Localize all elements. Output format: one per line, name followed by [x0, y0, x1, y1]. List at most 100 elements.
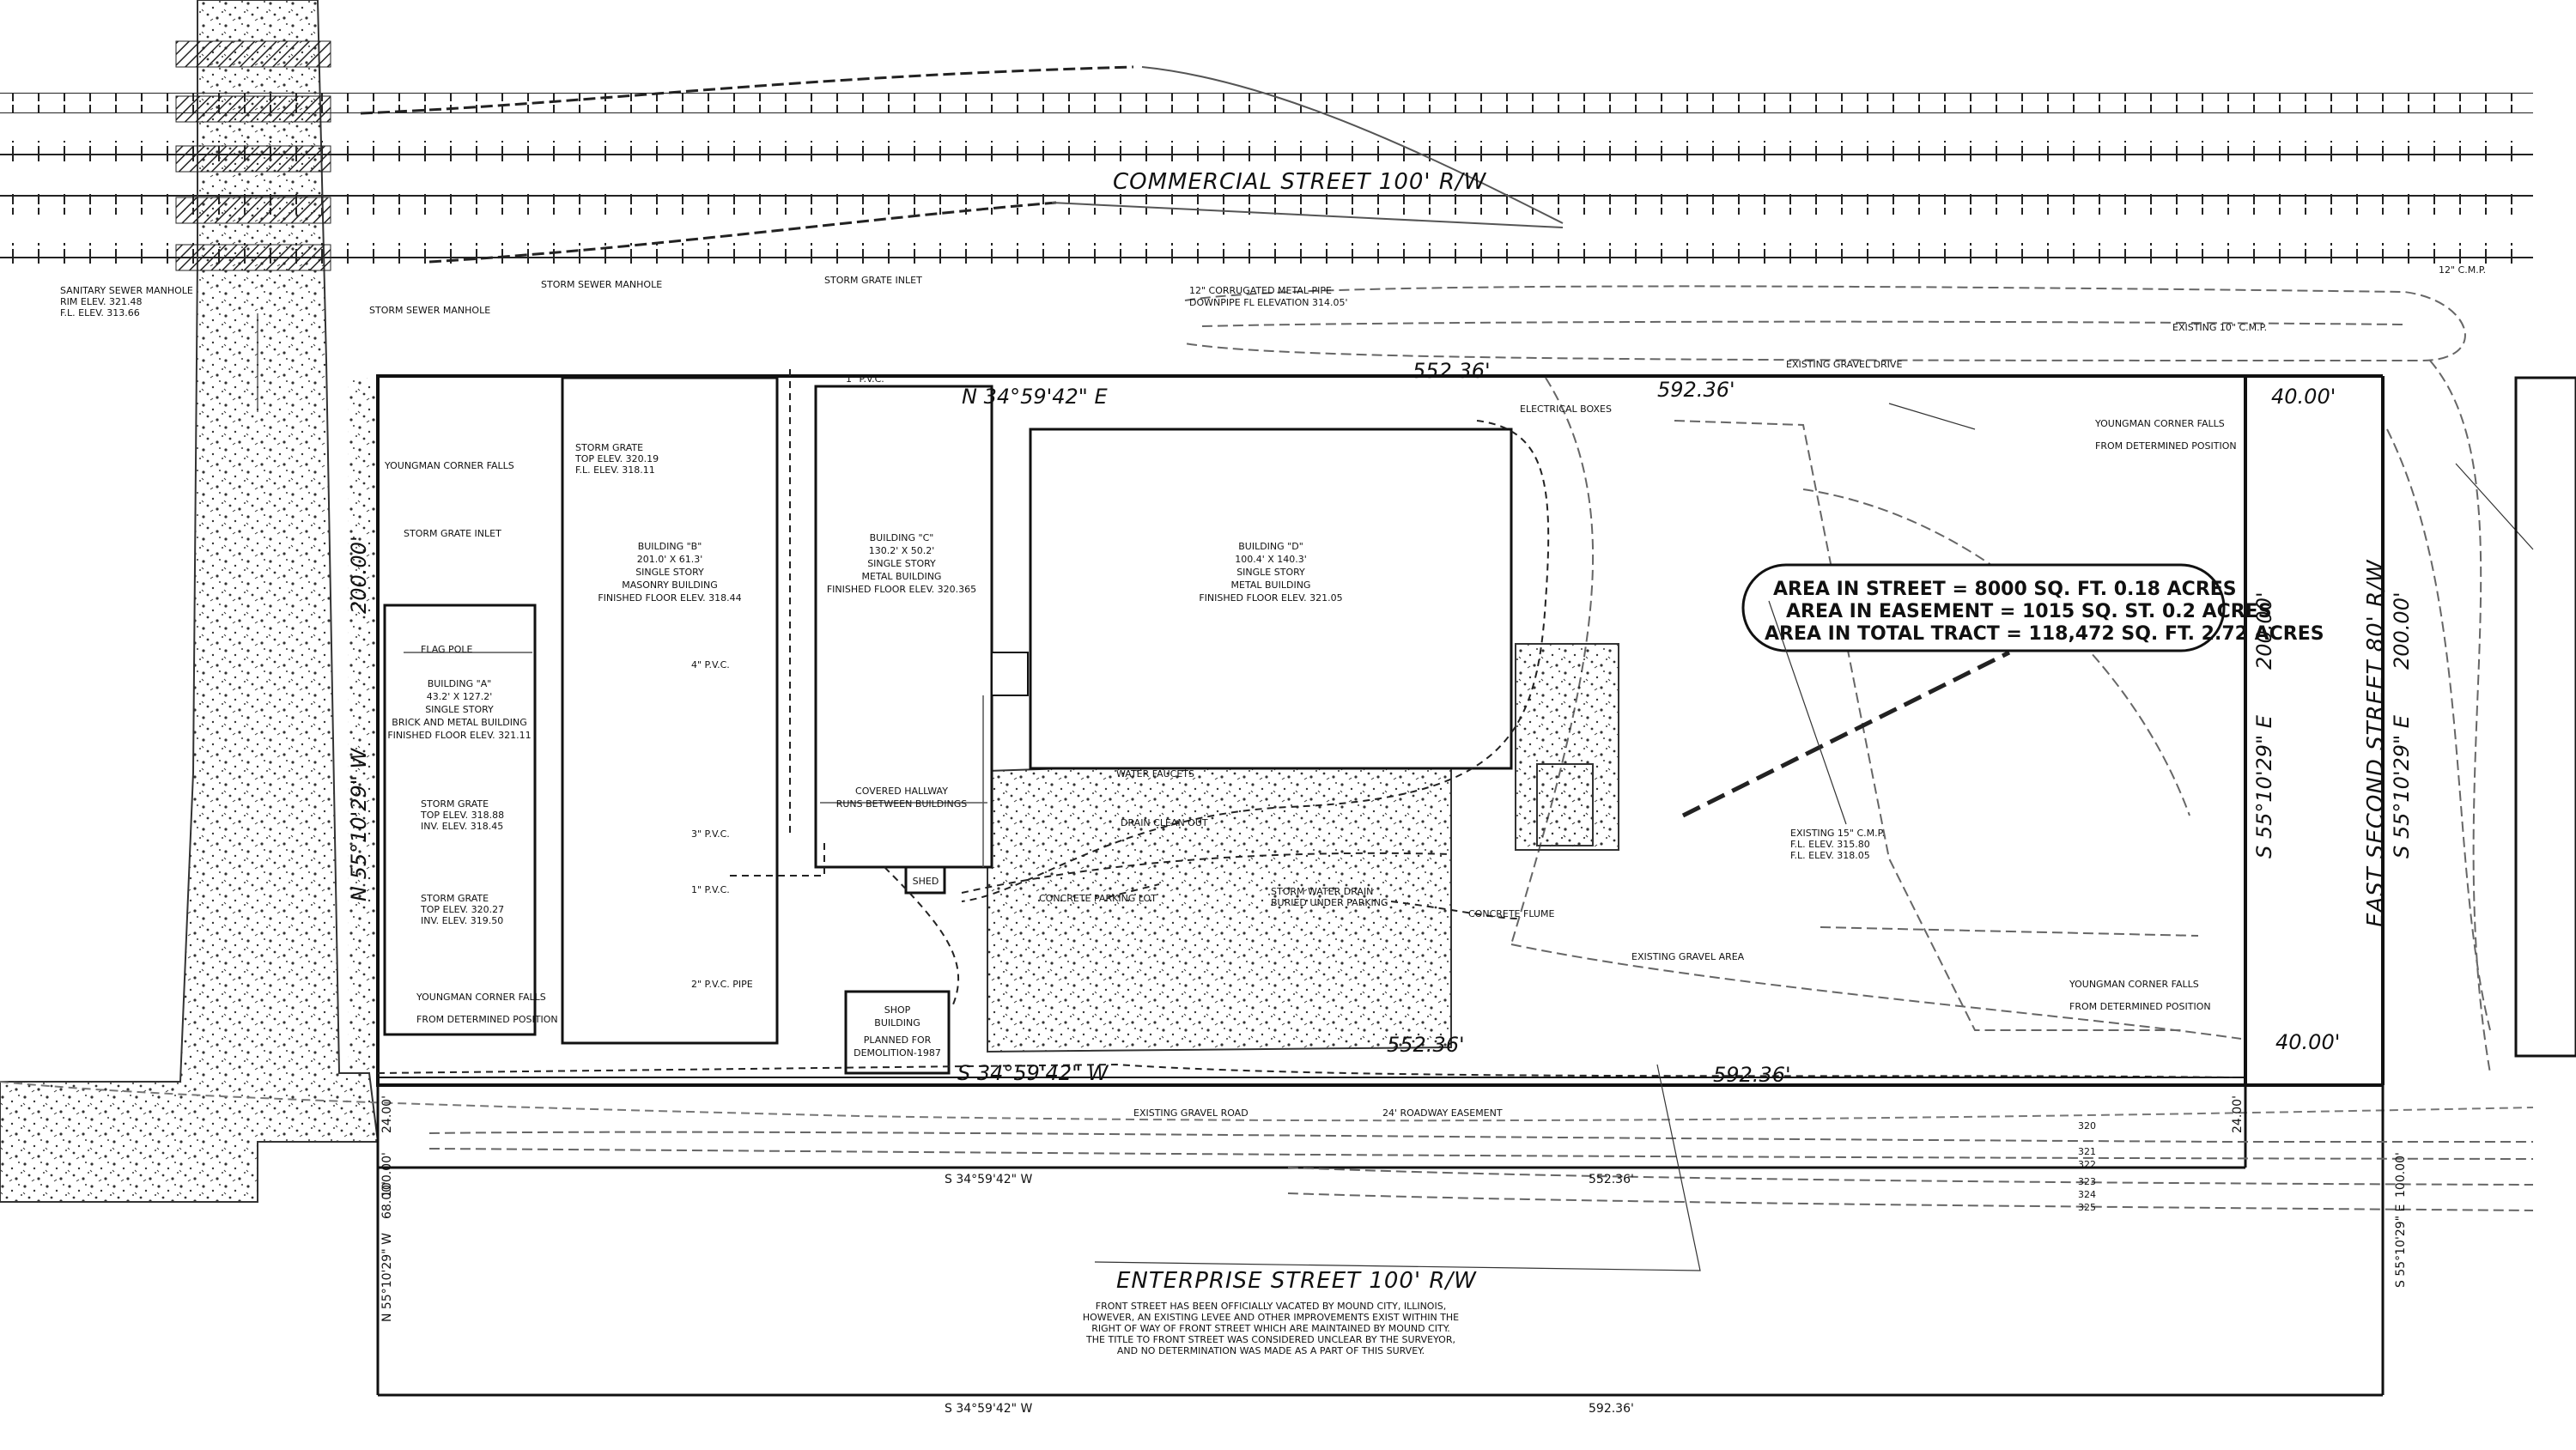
shop-building: [844, 990, 951, 1075]
svg-text:DOWNPIPE FL ELEVATION 314.05': DOWNPIPE FL ELEVATION 314.05': [1189, 297, 1348, 308]
svg-text:STORM GRATE INLET: STORM GRATE INLET: [824, 275, 922, 286]
svg-text:STORM SEWER MANHOLE: STORM SEWER MANHOLE: [369, 305, 490, 316]
lower-distance: 552.36': [1589, 1173, 1634, 1186]
svg-text:130.2' X 50.2': 130.2' X 50.2': [869, 545, 935, 556]
levee-area: [0, 0, 2534, 1203]
svg-text:BUILDING: BUILDING: [874, 1017, 920, 1028]
svg-text:HOWEVER, AN EXISTING LEVEE AND: HOWEVER, AN EXISTING LEVEE AND OTHER IMP…: [1083, 1312, 1459, 1323]
svg-text:EXISTING GRAVEL ROAD: EXISTING GRAVEL ROAD: [1133, 1107, 1249, 1119]
svg-text:FLAG POLE: FLAG POLE: [421, 644, 472, 655]
ne-width: 40.00': [2271, 385, 2336, 409]
dim-100-left: 100.00': [380, 1152, 394, 1198]
bottom-bearing: S 34°59'42" W: [945, 1402, 1033, 1416]
svg-text:YOUNGMAN CORNER FALLS: YOUNGMAN CORNER FALLS: [416, 992, 546, 1003]
svg-text:BUILDING "C": BUILDING "C": [870, 532, 934, 543]
svg-text:MASONRY BUILDING: MASONRY BUILDING: [622, 579, 717, 591]
dim-100-right: 100.00': [2394, 1152, 2408, 1198]
south-line-outer-distance: 592.36': [1713, 1063, 1791, 1087]
vacated-street-note: FRONT STREET HAS BEEN OFFICIALLY VACATED…: [1083, 1301, 1459, 1356]
north-line-inner-distance: 552.36': [1413, 359, 1491, 383]
bottom-distance: 592.36': [1589, 1402, 1634, 1416]
east-inner-bearing: S 55°10'29" E: [2252, 714, 2276, 858]
svg-text:STORM GRATE: STORM GRATE: [421, 893, 489, 904]
svg-text:BUILDING "B": BUILDING "B": [638, 541, 702, 552]
svg-text:324: 324: [2078, 1189, 2096, 1200]
svg-text:SINGLE STORY: SINGLE STORY: [635, 567, 704, 578]
leader-lines: [257, 313, 2534, 1271]
svg-text:100.4' X 140.3': 100.4' X 140.3': [1235, 554, 1307, 565]
svg-text:EXISTING GRAVEL AREA: EXISTING GRAVEL AREA: [1631, 951, 1745, 962]
svg-text:TOP ELEV. 320.19: TOP ELEV. 320.19: [574, 453, 659, 464]
svg-text:RUNS BETWEEN BUILDINGS: RUNS BETWEEN BUILDINGS: [836, 798, 968, 810]
svg-text:WATER FAUCETS: WATER FAUCETS: [1116, 768, 1194, 780]
svg-text:CONCRETE FLUME: CONCRETE FLUME: [1468, 908, 1554, 919]
svg-text:43.2' X 127.2': 43.2' X 127.2': [427, 691, 493, 702]
svg-text:AND NO DETERMINATION WAS MADE: AND NO DETERMINATION WAS MADE AS A PART …: [1117, 1345, 1425, 1356]
svg-text:METAL BUILDING: METAL BUILDING: [1231, 579, 1311, 591]
svg-text:FROM DETERMINED POSITION: FROM DETERMINED POSITION: [2095, 440, 2237, 452]
enterprise-street-label: ENTERPRISE STREET 100' R/W: [1116, 1268, 1477, 1294]
east-outer-bearing: S 55°10'29" E: [2390, 714, 2414, 858]
building-b: [561, 376, 779, 1045]
adjacent-structure-outline: [2514, 376, 2576, 1058]
buildings: [383, 376, 1513, 1075]
svg-text:TOP ELEV. 320.27: TOP ELEV. 320.27: [420, 904, 504, 915]
utility-lines: [377, 369, 2233, 1078]
svg-text:4" P.V.C.: 4" P.V.C.: [691, 659, 730, 670]
svg-text:2" P.V.C. PIPE: 2" P.V.C. PIPE: [691, 979, 753, 990]
svg-text:SANITARY SEWER MANHOLE: SANITARY SEWER MANHOLE: [60, 285, 193, 296]
left-lower-bearing: N 55°10'29" W: [380, 1233, 394, 1322]
dim-24-right: 24.00': [2231, 1095, 2245, 1133]
svg-text:SINGLE STORY: SINGLE STORY: [1236, 567, 1305, 578]
paved-areas: [348, 378, 1619, 1082]
svg-text:DEMOLITION-1987: DEMOLITION-1987: [854, 1047, 941, 1059]
svg-text:BUILDING "A": BUILDING "A": [428, 678, 492, 689]
south-line-inner-distance: 552.36': [1387, 1033, 1465, 1057]
svg-text:CONCRETE PARKING LOT: CONCRETE PARKING LOT: [1039, 893, 1157, 904]
svg-text:BRICK AND METAL BUILDING: BRICK AND METAL BUILDING: [392, 717, 526, 728]
building-labels: BUILDING "A" 43.2' X 127.2' SINGLE STORY…: [387, 532, 1342, 1059]
svg-text:320: 320: [2078, 1120, 2096, 1131]
svg-text:COVERED HALLWAY: COVERED HALLWAY: [855, 786, 948, 797]
svg-text:RIM ELEV. 321.48: RIM ELEV. 321.48: [60, 296, 143, 307]
svg-text:24' ROADWAY EASEMENT: 24' ROADWAY EASEMENT: [1382, 1107, 1503, 1119]
svg-text:322: 322: [2078, 1159, 2096, 1170]
svg-text:EXISTING 15" C.M.P.: EXISTING 15" C.M.P.: [1790, 828, 1885, 839]
svg-text:323: 323: [2078, 1176, 2096, 1187]
svg-text:THE TITLE TO FRONT STREET WAS: THE TITLE TO FRONT STREET WAS CONSIDERED…: [1085, 1334, 1455, 1345]
svg-text:F.L. ELEV. 318.11: F.L. ELEV. 318.11: [575, 464, 655, 476]
svg-text:FRONT STREET HAS BEEN OFFICIAL: FRONT STREET HAS BEEN OFFICIALLY VACATED…: [1096, 1301, 1446, 1312]
building-a: [383, 604, 537, 1036]
contours-and-drives: [428, 285, 2534, 1211]
svg-text:1" P.V.C.: 1" P.V.C.: [691, 884, 730, 895]
svg-text:SHOP: SHOP: [884, 1004, 911, 1016]
commercial-street-label: COMMERCIAL STREET 100' R/W: [1113, 169, 1487, 195]
area-easement: AREA IN EASEMENT = 1015 SQ. ST. 0.2 ACRE…: [1786, 601, 2272, 622]
svg-text:3" P.V.C.: 3" P.V.C.: [691, 828, 730, 840]
building-c: [814, 385, 993, 869]
svg-text:YOUNGMAN CORNER FALLS: YOUNGMAN CORNER FALLS: [384, 460, 514, 471]
svg-text:DRAIN CLEAN OUT: DRAIN CLEAN OUT: [1121, 817, 1208, 828]
svg-text:STORM WATER DRAIN: STORM WATER DRAIN: [1271, 886, 1373, 897]
svg-text:321: 321: [2078, 1146, 2096, 1157]
svg-text:F.L. ELEV. 315.80: F.L. ELEV. 315.80: [1790, 839, 1870, 850]
east-outer-distance: 200.00': [2390, 592, 2414, 670]
area-street: AREA IN STREET = 8000 SQ. FT. 0.18 ACRES: [1773, 579, 2237, 600]
svg-text:F.L. ELEV. 318.05: F.L. ELEV. 318.05: [1790, 850, 1870, 861]
svg-text:201.0' X 61.3': 201.0' X 61.3': [637, 554, 703, 565]
area-summary-box: AREA IN STREET = 8000 SQ. FT. 0.18 ACRES…: [1741, 563, 2324, 652]
svg-text:STORM GRATE: STORM GRATE: [421, 798, 489, 810]
svg-text:STORM GRATE INLET: STORM GRATE INLET: [404, 528, 501, 539]
svg-text:SINGLE STORY: SINGLE STORY: [425, 704, 494, 715]
annotations: FLAG POLE STORM GRATE TOP ELEV. 318.88 I…: [60, 264, 2486, 1213]
svg-text:12" C.M.P.: 12" C.M.P.: [2439, 264, 2486, 276]
svg-text:FINISHED FLOOR ELEV. 320.365: FINISHED FLOOR ELEV. 320.365: [827, 584, 976, 595]
west-line-bearing: N 55°10'29" W: [347, 748, 371, 901]
svg-text:ELECTRICAL BOXES: ELECTRICAL BOXES: [1520, 403, 1612, 415]
se-width: 40.00': [2275, 1030, 2340, 1054]
svg-text:STORM SEWER MANHOLE: STORM SEWER MANHOLE: [541, 279, 662, 290]
svg-text:F.L. ELEV. 313.66: F.L. ELEV. 313.66: [60, 307, 140, 319]
svg-text:325: 325: [2078, 1202, 2096, 1213]
south-line-bearing: S 34°59'42" W: [957, 1061, 1109, 1085]
